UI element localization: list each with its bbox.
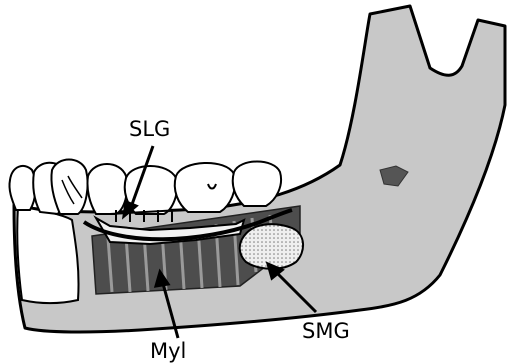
tooth-icon [9,166,35,210]
label-smg: SMG [302,319,350,343]
tooth-icon [175,163,235,212]
tooth-icon [233,162,281,207]
label-myl: Myl [150,339,186,363]
symphysis-icon [17,206,78,303]
tooth-icon [87,164,127,214]
label-slg: SLG [129,117,170,141]
submandibular-gland-icon [240,224,303,269]
tooth-icon [51,160,87,215]
